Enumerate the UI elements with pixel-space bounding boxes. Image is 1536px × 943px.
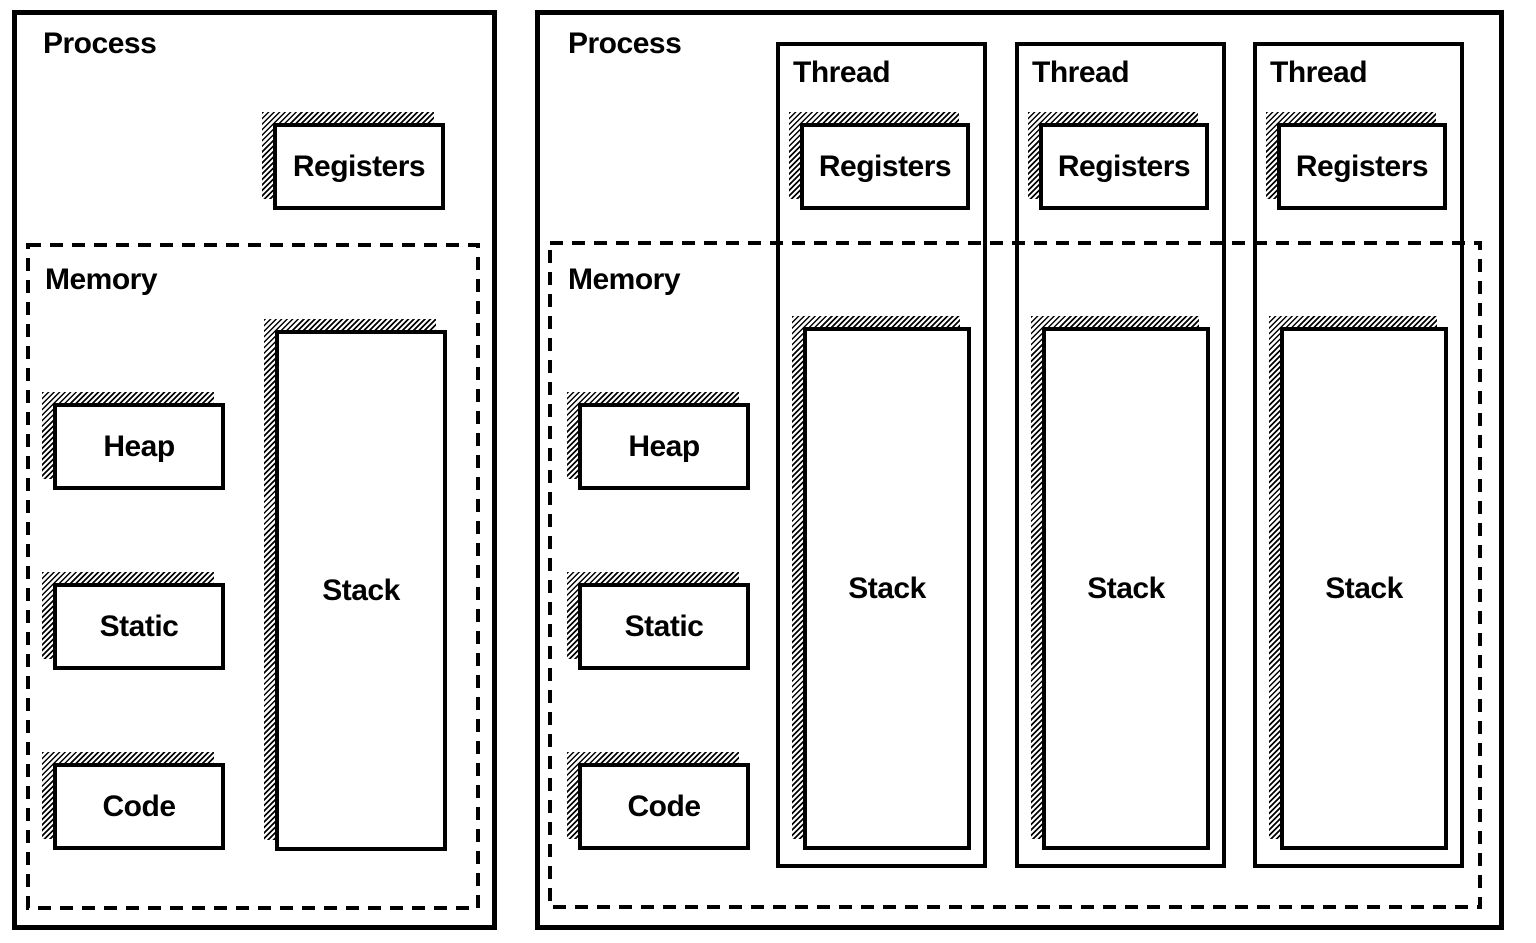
registers-box: Registers — [262, 112, 445, 210]
thread-label: Thread — [1032, 56, 1130, 89]
registers-box: Registers — [1028, 112, 1209, 210]
registers-box: Registers — [1266, 112, 1447, 210]
stack-label: Stack — [848, 571, 926, 605]
code-box: Code — [42, 752, 225, 850]
memory-label: Memory — [45, 263, 158, 296]
stack-box: Stack — [1031, 316, 1210, 850]
registers-box: Registers — [789, 112, 970, 210]
memory-dashed-rect — [26, 243, 480, 910]
stack-label: Stack — [1325, 571, 1403, 605]
memory-label: Memory — [568, 263, 681, 296]
memory-dashed-boundary — [26, 243, 480, 910]
registers-label: Registers — [1057, 149, 1191, 183]
stack-box: Stack — [264, 319, 447, 851]
heap-label: Heap — [628, 429, 700, 463]
process-label: Process — [43, 27, 157, 60]
static-box: Static — [567, 572, 750, 670]
heap-label: Heap — [103, 429, 175, 463]
process-label: Process — [568, 27, 682, 60]
heap-box: Heap — [42, 392, 225, 490]
code-label: Code — [102, 789, 177, 823]
stack-label: Stack — [322, 573, 400, 607]
thread-box-3: Thread Registers Stack — [1253, 42, 1464, 868]
thread-box-1: Thread Registers Stack — [776, 42, 987, 868]
registers-label: Registers — [1295, 149, 1429, 183]
stack-box: Stack — [1269, 316, 1448, 850]
code-label: Code — [627, 789, 702, 823]
heap-box: Heap — [567, 392, 750, 490]
code-box: Code — [567, 752, 750, 850]
stack-box: Stack — [792, 316, 971, 850]
single-threaded-process-box: Process Registers Memory Heap Sta — [12, 10, 497, 930]
registers-label: Registers — [292, 149, 426, 183]
multi-threaded-process-box: Process Memory Heap Static Code — [535, 10, 1504, 930]
stack-label: Stack — [1087, 571, 1165, 605]
static-label: Static — [99, 609, 179, 643]
static-box: Static — [42, 572, 225, 670]
thread-label: Thread — [1270, 56, 1368, 89]
thread-label: Thread — [793, 56, 891, 89]
thread-box-2: Thread Registers Stack — [1015, 42, 1226, 868]
registers-label: Registers — [818, 149, 952, 183]
static-label: Static — [624, 609, 704, 643]
